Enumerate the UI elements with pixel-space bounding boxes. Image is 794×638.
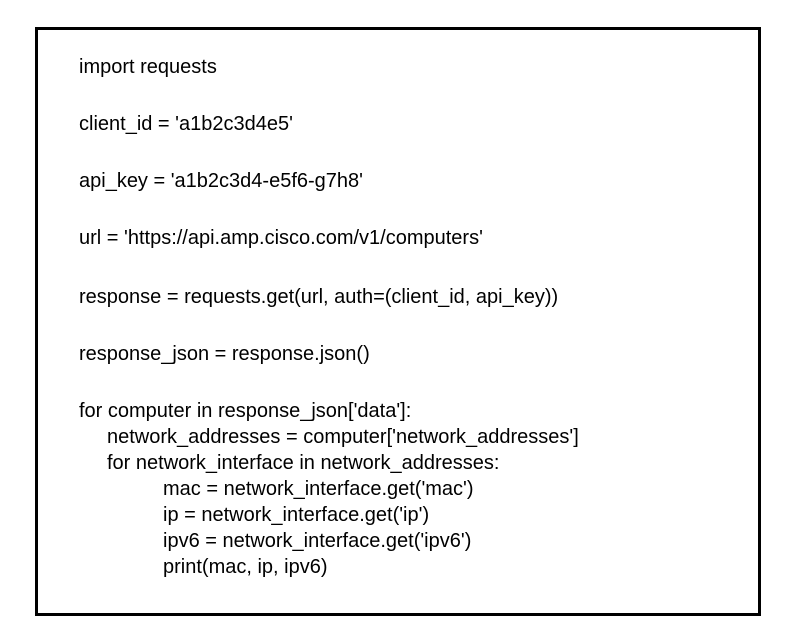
- code-line-network-addresses: network_addresses = computer['network_ad…: [107, 426, 579, 448]
- code-line-ipv6: ipv6 = network_interface.get('ipv6'): [163, 530, 472, 552]
- code-line-print: print(mac, ip, ipv6): [163, 556, 328, 578]
- code-line-for-computer: for computer in response_json['data']:: [79, 400, 412, 422]
- code-line-response-json: response_json = response.json(): [79, 343, 370, 365]
- code-line-for-network-interface: for network_interface in network_address…: [107, 452, 500, 474]
- code-line-url: url = 'https://api.amp.cisco.com/v1/comp…: [79, 227, 483, 249]
- code-snippet-box: import requests client_id = 'a1b2c3d4e5'…: [35, 27, 761, 616]
- code-line-ip: ip = network_interface.get('ip'): [163, 504, 430, 526]
- code-line-import: import requests: [79, 56, 217, 78]
- code-line-response: response = requests.get(url, auth=(clien…: [79, 286, 559, 308]
- code-line-client-id: client_id = 'a1b2c3d4e5': [79, 113, 293, 135]
- code-line-mac: mac = network_interface.get('mac'): [163, 478, 474, 500]
- code-line-api-key: api_key = 'a1b2c3d4-e5f6-g7h8': [79, 170, 363, 192]
